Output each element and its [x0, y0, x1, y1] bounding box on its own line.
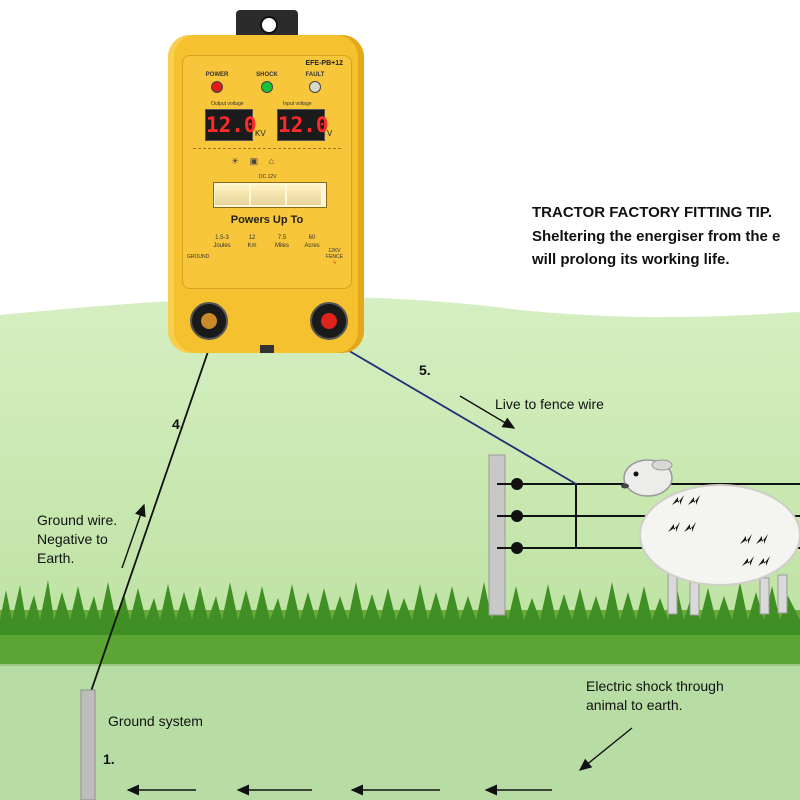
fence-terminal [310, 302, 348, 340]
step-1-label: 1. [103, 751, 115, 767]
fence-terminal-label: 12KV FENCE ϟ [326, 248, 343, 266]
bottom-connector [260, 345, 274, 353]
spec-miles-unit: Miles [274, 243, 289, 249]
spec-acres: 60 Acres [297, 234, 327, 250]
insulators [511, 478, 523, 554]
faceplate-divider [193, 148, 341, 149]
ground-rod [80, 689, 96, 800]
ground-terminal-label: GROUND [187, 254, 210, 260]
live-wire [333, 341, 577, 485]
output-voltage-unit: KV [255, 129, 266, 138]
lightning-icon: ϟ [333, 260, 336, 266]
input-voltage-unit: V [327, 129, 333, 138]
energiser-device: EFE-PB+12 POWER SHOCK FAULT Output volta… [160, 10, 370, 353]
earth-band [0, 664, 800, 800]
ground-wire-label-1: Ground wire. [37, 512, 118, 528]
ground-system-label: Ground system [108, 713, 203, 729]
power-led-group: POWER [197, 72, 237, 93]
ground-terminal [190, 302, 228, 340]
model-number: EFE-PB+12 [305, 60, 343, 67]
spec-km: 12 Km [237, 234, 267, 250]
tip-line-1: Sheltering the energiser from the e [532, 228, 781, 245]
input-voltage-caption: Input voltage [283, 101, 312, 107]
input-voltage-display: 12.0 [277, 109, 329, 141]
powers-up-to-heading: Powers Up To [230, 214, 304, 226]
ground-wire-label-3: Earth. [37, 550, 75, 566]
tip-title: TRACTOR FACTORY FITTING TIP. [532, 204, 773, 221]
spec-joules-unit: Joules [213, 243, 231, 249]
spec-km-value: 12 [248, 235, 256, 241]
spec-miles: 7.5 Miles [267, 234, 297, 250]
shock-label-1: Electric shock through [586, 678, 724, 694]
shock-led-group: SHOCK [247, 72, 287, 93]
spec-joules: 1.5-3 Joules [207, 234, 237, 250]
grass-strip [0, 580, 800, 665]
fence-word-label: FENCE [326, 254, 343, 260]
dc-label: DC 12V [259, 174, 277, 180]
flow-arrows [121, 395, 633, 796]
output-voltage-display: 12.0 [205, 109, 257, 141]
sheep [621, 459, 800, 616]
fault-led-group: FAULT [295, 72, 335, 93]
power-led [211, 81, 223, 93]
spec-acres-unit: Acres [304, 243, 320, 249]
shock-label-2: animal to earth. [586, 697, 683, 713]
animal-strip [213, 182, 327, 208]
shock-led [261, 81, 273, 93]
fence-voltage-label: 12KV [328, 248, 341, 254]
spec-joules-value: 1.5-3 [215, 235, 229, 241]
spec-miles-value: 7.5 [277, 235, 287, 241]
shock-led-label: SHOCK [256, 72, 278, 78]
step-5-label: 5. [419, 362, 431, 378]
tip-line-2: will prolong its working life. [532, 251, 730, 268]
power-source-icons: ☀ ▣ ⌂ [231, 156, 279, 166]
ground-wire-label-2: Negative to [37, 531, 108, 547]
spec-acres-value: 60 [308, 235, 316, 241]
output-voltage-caption: Output voltage [211, 101, 244, 107]
fault-led-label: FAULT [305, 72, 325, 78]
live-wire-label: Live to fence wire [495, 396, 604, 412]
ground-wire [87, 339, 213, 701]
shock-bolts [668, 495, 770, 566]
fence-post [488, 454, 506, 616]
fault-led [309, 81, 321, 93]
spec-km-unit: Km [247, 243, 257, 249]
energiser-faceplate: EFE-PB+12 POWER SHOCK FAULT Output volta… [182, 55, 352, 289]
step-4-label: 4. [172, 416, 184, 432]
power-led-label: POWER [205, 72, 229, 78]
